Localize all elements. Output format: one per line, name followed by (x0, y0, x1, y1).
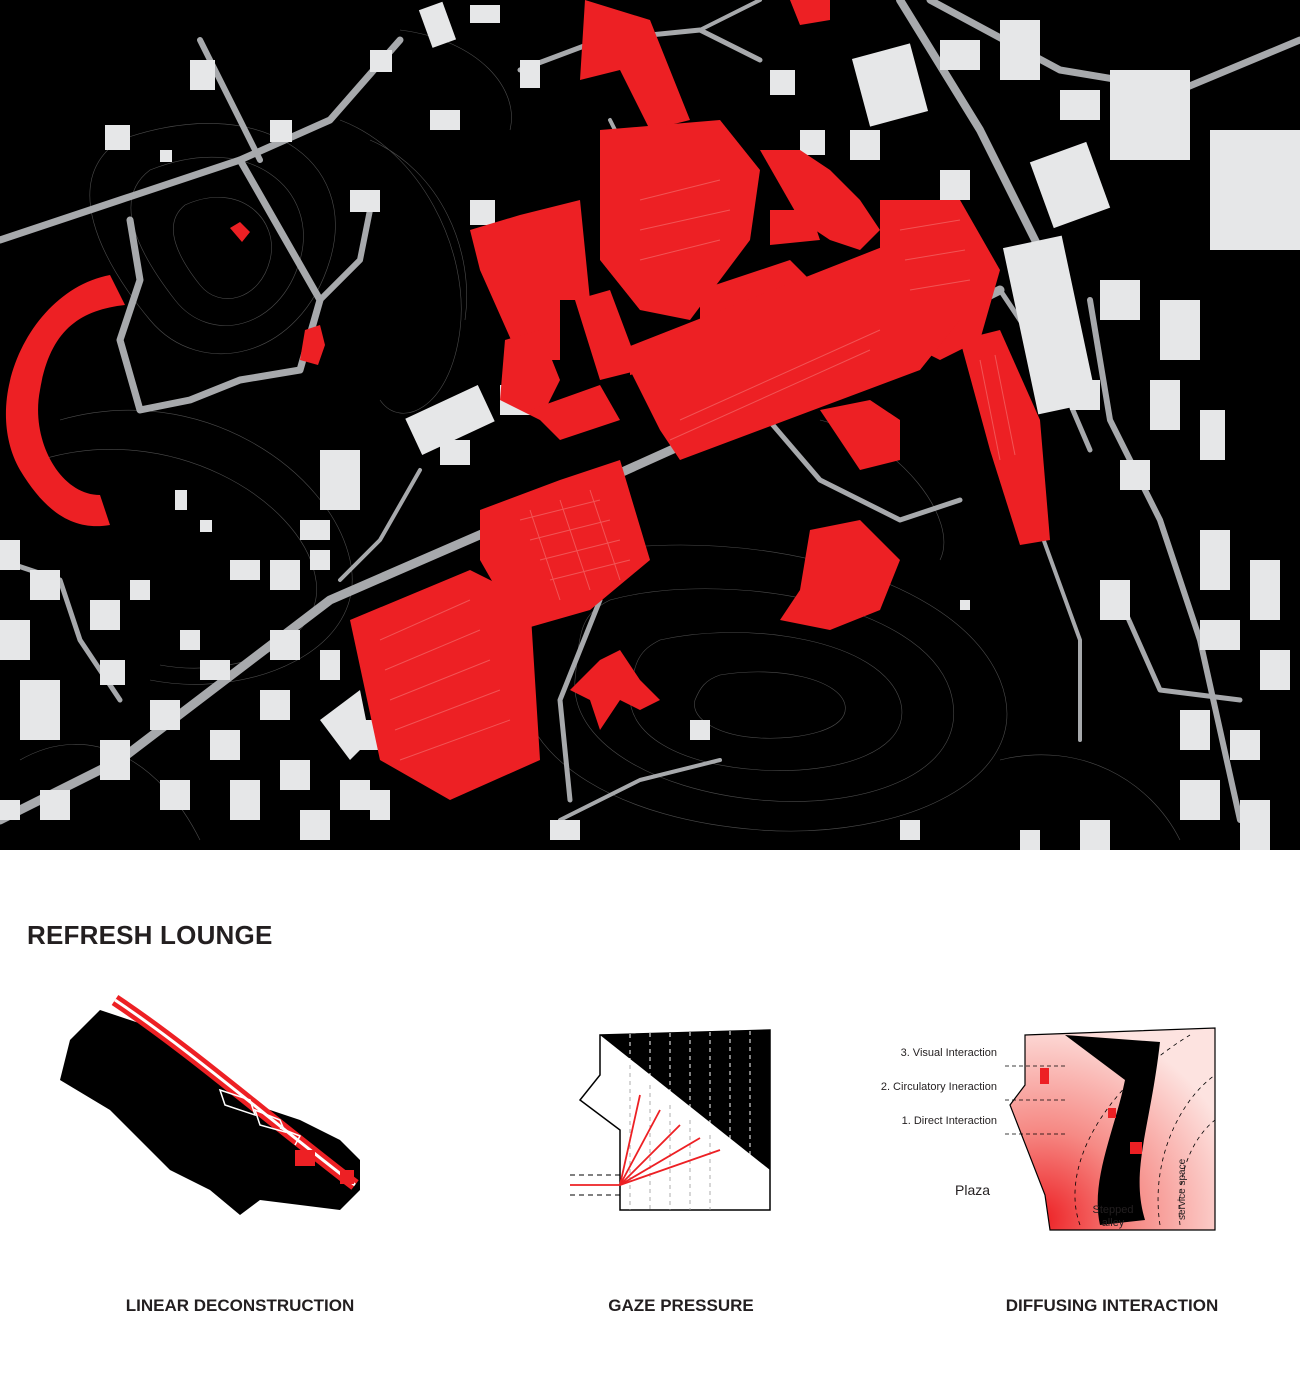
linear-path-inner (114, 998, 356, 1187)
gaze-pressure-diagram (570, 1029, 771, 1211)
gaze-red-arrows (570, 1094, 721, 1186)
arc-building (5, 275, 125, 527)
section-title: REFRESH LOUNGE (27, 920, 273, 950)
label-plaza: Plaza (955, 1182, 990, 1198)
label-visual-interaction: 3. Visual Interaction (901, 1047, 997, 1059)
gaze-dashed-verticals (629, 1031, 751, 1160)
caption-linear-deconstruction: LINEAR DECONSTRUCTION (125, 1296, 355, 1315)
label-stepped: Stepped (1093, 1204, 1134, 1216)
red-accents (295, 1150, 354, 1184)
label-service-space: service space (1177, 1158, 1188, 1220)
linear-deconstruction-diagram (60, 995, 360, 1215)
diffusing-interaction-diagram: 3. Visual Interaction 2. Circulatory Ine… (881, 1027, 1216, 1231)
label-alley: alley (1102, 1217, 1125, 1229)
label-direct-interaction: 1. Direct Interaction (902, 1115, 997, 1127)
diffuse-dashed-arcs (1074, 1034, 1216, 1226)
building-interior-lines (379, 179, 1016, 761)
interior-details (218, 1049, 302, 1146)
label-circulatory-interaction: 2. Circulatory Ineraction (881, 1081, 997, 1093)
gaze-black-triangle (600, 1030, 770, 1170)
building-mass (60, 1010, 360, 1215)
diffuse-arc-band (1065, 1035, 1160, 1225)
context-buildings (0, 1, 1300, 850)
caption-diffusing-interaction: DIFFUSING INTERACTION (1005, 1296, 1219, 1315)
diffuse-leader-lines (1005, 1065, 1065, 1135)
site-plan-map (0, 0, 1300, 850)
caption-gaze-pressure: GAZE PRESSURE (608, 1296, 754, 1315)
highlight-buildings (5, 0, 1050, 800)
diffuse-red-marks (1040, 1068, 1142, 1154)
